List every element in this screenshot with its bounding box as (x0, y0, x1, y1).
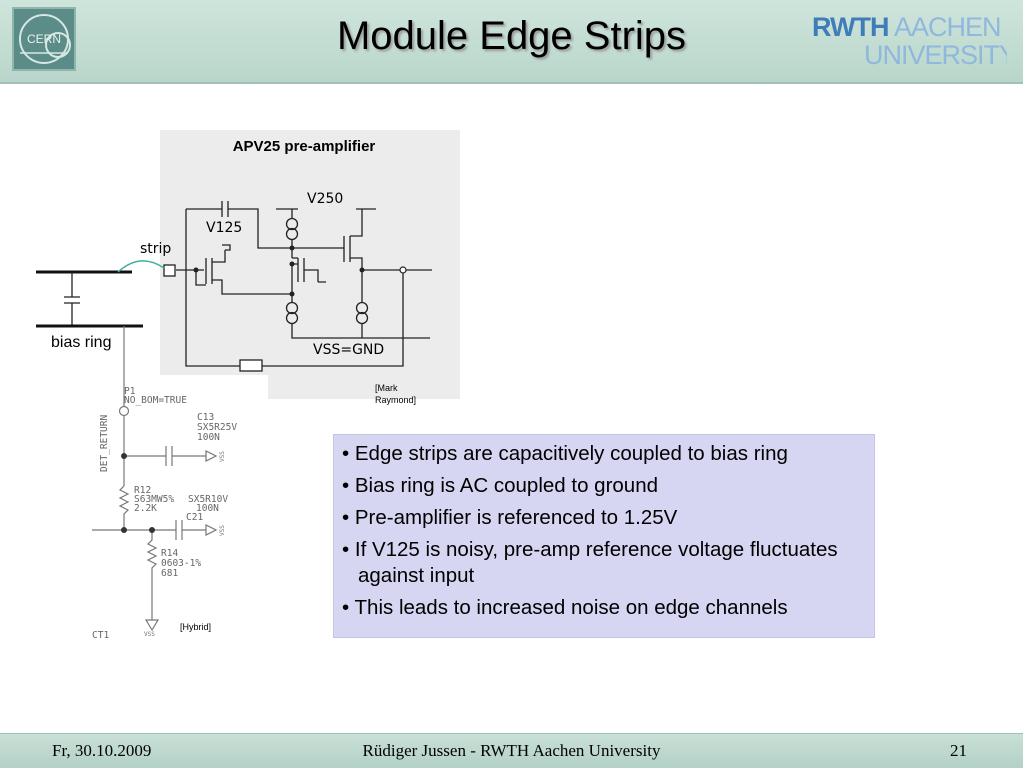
bullet-item: Pre-amplifier is referenced to 1.25V (342, 505, 864, 531)
slide-footer: Fr, 30.10.2009 Rüdiger Jussen - RWTH Aac… (0, 733, 1023, 768)
cern-logo: CERN (12, 7, 76, 71)
hybrid-c21-value: 100N (196, 503, 219, 514)
hybrid-vss-c13: VSS (219, 451, 226, 462)
schematic-figure: APV25 pre-amplifier (36, 130, 460, 641)
footer-author: Rüdiger Jussen - RWTH Aachen University (362, 741, 661, 760)
label-bias-ring: bias ring (51, 334, 111, 351)
hybrid-c21-name: C21 (186, 512, 203, 523)
cern-logo-text: CERN (27, 32, 61, 46)
hybrid-det-return: DET_RETURN (99, 415, 110, 472)
label-v125: V125 (206, 220, 242, 236)
hybrid-nobom: NO_BOM=TRUE (124, 395, 187, 406)
bullet-item: Bias ring is AC coupled to ground (342, 473, 864, 499)
hybrid-vss-r14: VSS (144, 631, 155, 638)
hybrid-c21-type: SX5R10V (188, 494, 228, 505)
label-strip: strip (140, 241, 171, 257)
hybrid-labels: P1 NO_BOM=TRUE DET_RETURN C13 SX5R25V 10… (92, 386, 237, 641)
preamp-credit-line2: Raymond] (375, 395, 416, 405)
bullet-item: This leads to increased noise on edge ch… (342, 595, 864, 621)
hybrid-r14-type: 0603-1% (161, 558, 201, 569)
label-vss: VSS=GND (313, 342, 384, 358)
hybrid-r14-value: 681 (161, 568, 178, 579)
hybrid-r12-name: R12 (134, 485, 151, 496)
hybrid-junctions (121, 453, 155, 533)
hybrid-c13-type: SX5R25V (197, 422, 237, 433)
preamp-panel (160, 130, 460, 399)
label-v250: V250 (307, 191, 343, 207)
hybrid-c13-name: C13 (197, 412, 214, 423)
hybrid-credit: [Hybrid] (180, 622, 211, 632)
preamp-junctions (193, 245, 365, 297)
rwth-logo: RWTH AACHEN UNIVERSITY (812, 12, 1007, 70)
hybrid-r12-value: 2.2K (134, 503, 157, 514)
rwth-logo-rwth: RWTH (812, 12, 889, 42)
slide-header: CERN Module Edge Strips RWTH AACHEN UNIV… (0, 0, 1023, 84)
hybrid-vss-c21: VSS (219, 525, 226, 536)
hybrid-circuit (92, 326, 218, 632)
preamp-output-node (399, 266, 407, 274)
preamp-credit-line1: [Mark (375, 383, 398, 393)
bullet-item: If V125 is noisy, pre-amp reference volt… (342, 537, 864, 589)
hybrid-c13-value: 100N (197, 432, 220, 443)
preamp-title: APV25 pre-amplifier (233, 138, 376, 155)
hybrid-ct1: CT1 (92, 630, 109, 641)
rwth-logo-university: UNIVERSITY (864, 40, 1007, 70)
hybrid-p1: P1 (124, 386, 136, 397)
hybrid-r14-name: R14 (161, 548, 178, 559)
bullet-box: Edge strips are capacitively coupled to … (333, 434, 875, 638)
slide-title: Module Edge Strips (336, 14, 687, 58)
rwth-logo-aachen: AACHEN (894, 12, 1001, 42)
footer-page-number: 21 (950, 741, 967, 760)
strip-bias-ring (36, 260, 165, 328)
preamp-circuit (163, 201, 432, 372)
bullet-item: Edge strips are capacitively coupled to … (342, 441, 864, 467)
footer-date: Fr, 30.10.2009 (52, 741, 152, 760)
hybrid-r12-type: S63MW5% (134, 494, 174, 505)
